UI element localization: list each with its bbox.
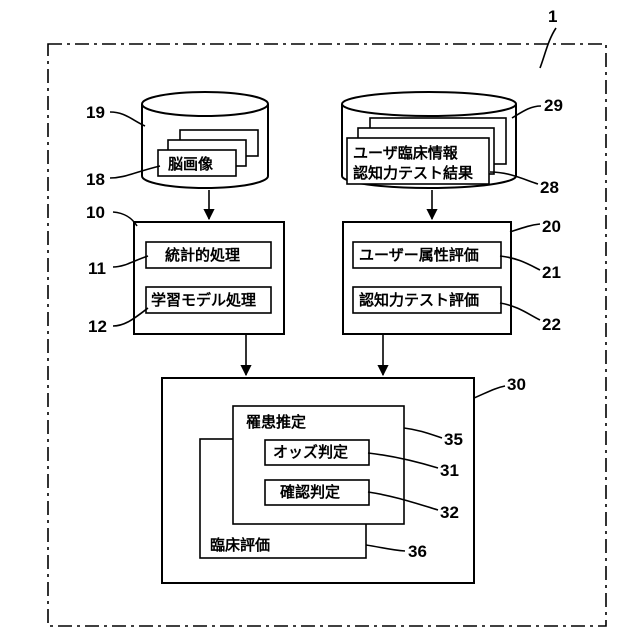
db-29-ref: 29 [544, 96, 563, 115]
item-21-ref: 21 [542, 263, 561, 282]
item-12-ref: 12 [88, 317, 107, 336]
item-32-ref: 32 [440, 503, 459, 522]
system-ref-number: 1 [548, 7, 557, 26]
module-20-box [343, 222, 511, 334]
user-info-line1: ユーザ臨床情報 [353, 144, 459, 162]
image-18-ref: 18 [86, 170, 105, 189]
module-30-ref: 30 [507, 375, 526, 394]
module-30-leader [474, 386, 505, 398]
item-31-ref: 31 [440, 461, 459, 480]
db-19-leader [110, 112, 145, 126]
confirm-judgment-label: 確認判定 [279, 483, 340, 501]
learning-model-label: 学習モデル処理 [151, 291, 256, 309]
statistical-processing-label: 統計的処理 [165, 246, 240, 264]
module-10-box [134, 222, 284, 334]
module-20-ref: 20 [542, 217, 561, 236]
clinical-36-ref: 36 [408, 542, 427, 561]
system-ref-leader [540, 28, 556, 68]
user-attribute-label: ユーザー属性評価 [359, 246, 479, 264]
info-28-ref: 28 [540, 178, 559, 197]
user-info-line2: 認知力テスト結果 [353, 164, 474, 182]
estimation-35-ref: 35 [444, 430, 463, 449]
item-22-ref: 22 [542, 315, 561, 334]
item-11-ref: 11 [88, 259, 106, 278]
brain-image-label: 脳画像 [168, 155, 214, 173]
clinical-evaluation-label: 臨床評価 [210, 536, 270, 554]
module-10-ref: 10 [86, 203, 105, 222]
db-19-ref: 19 [86, 103, 105, 122]
disease-estimation-label: 罹患推定 [246, 413, 306, 431]
odds-judgment-label: オッズ判定 [273, 443, 348, 461]
cognitive-test-label: 認知力テスト評価 [359, 291, 479, 309]
module-20-leader [510, 224, 540, 232]
